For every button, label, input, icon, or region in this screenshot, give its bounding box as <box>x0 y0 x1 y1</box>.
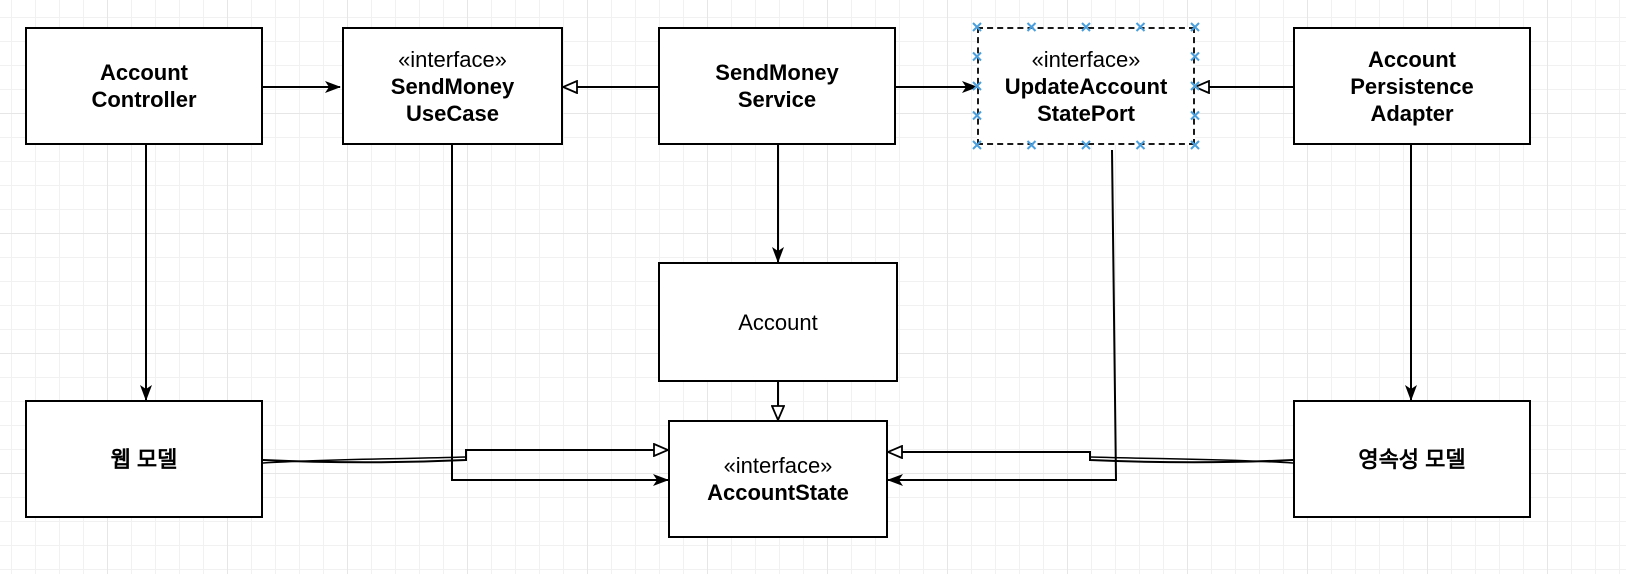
selection-handle[interactable] <box>1026 22 1037 32</box>
node-account-controller[interactable]: Account Controller <box>25 27 263 145</box>
node-update-account-state-port[interactable]: «interface» UpdateAccount StatePort <box>977 27 1195 145</box>
selection-handle[interactable] <box>1190 51 1200 62</box>
service-line-1: SendMoney <box>715 60 839 85</box>
account-controller-line-2: Controller <box>91 87 197 112</box>
adapter-line-3: Adapter <box>1370 100 1454 126</box>
selection-handle[interactable] <box>1190 81 1200 91</box>
adapter-line-2: Persistence <box>1350 73 1474 99</box>
persistence-model-label: 영속성 모델 <box>1358 446 1466 472</box>
node-account-state[interactable]: «interface» AccountState <box>668 420 888 538</box>
selection-handle[interactable] <box>972 110 982 121</box>
edge-usecase-to-state[interactable] <box>451 145 669 486</box>
account-controller-line-1: Account <box>100 60 188 85</box>
selection-handle[interactable] <box>972 140 982 150</box>
node-account-persistence-adapter[interactable]: Account Persistence Adapter <box>1293 27 1531 145</box>
selection-handle[interactable] <box>1190 22 1200 32</box>
account-label: Account <box>738 309 818 335</box>
edge-port-to-state[interactable] <box>887 149 1118 486</box>
adapter-line-1: Account <box>1368 46 1456 72</box>
selection-handle[interactable] <box>1135 140 1146 150</box>
selection-handle[interactable] <box>1135 22 1146 32</box>
node-web-model[interactable]: 웹 모델 <box>25 400 263 518</box>
service-line-2: Service <box>737 87 817 112</box>
port-stereotype: «interface» <box>1031 46 1141 72</box>
selection-handle[interactable] <box>972 81 982 91</box>
web-model-label: 웹 모델 <box>110 446 178 472</box>
port-line-1: UpdateAccount <box>1004 73 1168 99</box>
account-state-stereotype: «interface» <box>723 453 833 478</box>
usecase-line-2: UseCase <box>406 100 499 126</box>
node-send-money-service[interactable]: SendMoney Service <box>658 27 896 145</box>
selection-handle[interactable] <box>972 22 982 32</box>
selection-handle[interactable] <box>1081 140 1091 150</box>
node-account[interactable]: Account <box>658 262 898 382</box>
node-send-money-usecase[interactable]: «interface» SendMoney UseCase <box>342 27 563 145</box>
selection-handle[interactable] <box>1190 140 1200 150</box>
usecase-stereotype: «interface» <box>398 46 507 72</box>
node-persistence-model[interactable]: 영속성 모델 <box>1293 400 1531 518</box>
port-line-2: StatePort <box>1037 100 1135 126</box>
usecase-line-1: SendMoney <box>390 73 515 99</box>
selection-handle[interactable] <box>972 51 982 62</box>
selection-handle[interactable] <box>1026 140 1037 150</box>
account-state-label: AccountState <box>707 480 849 505</box>
selection-handle[interactable] <box>1190 110 1200 121</box>
selection-handle[interactable] <box>1081 22 1091 32</box>
